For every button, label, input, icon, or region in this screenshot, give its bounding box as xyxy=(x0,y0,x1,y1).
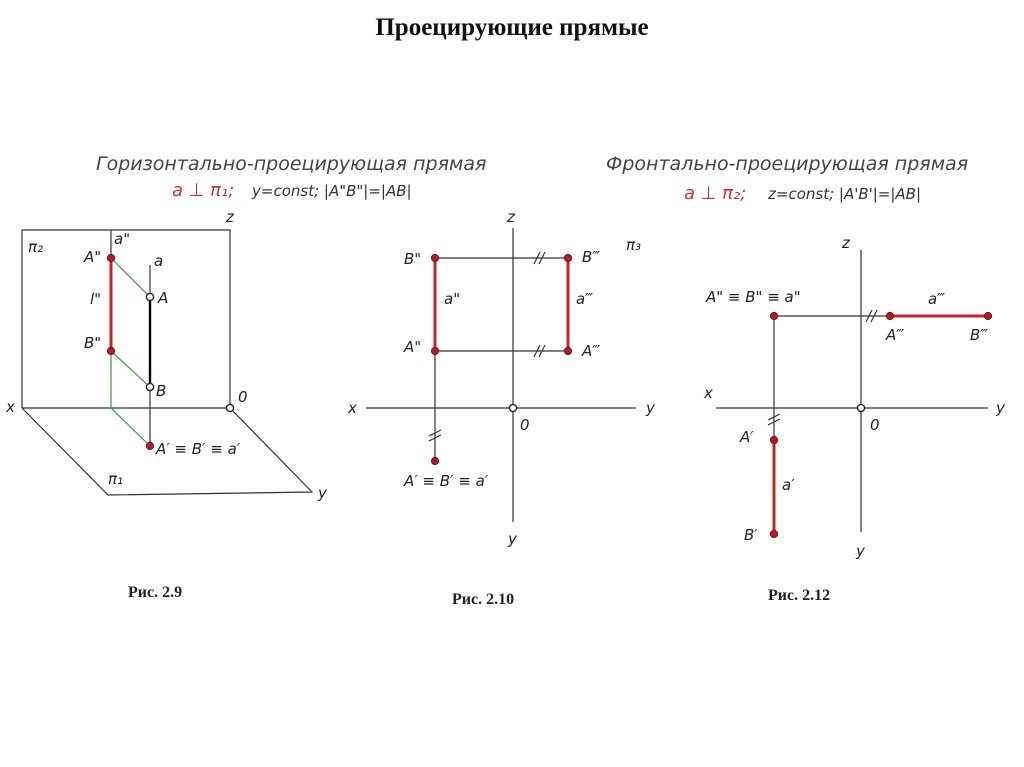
label-o: 0 xyxy=(870,416,880,434)
label-y-bottom: y xyxy=(855,542,866,560)
label-pi3: π₃ xyxy=(626,236,641,254)
label-y-right: y xyxy=(645,399,656,417)
label-x: x xyxy=(703,384,713,402)
label-a1: a′ xyxy=(782,476,795,494)
origin-point xyxy=(856,403,866,413)
point-b2 xyxy=(106,346,116,356)
right-header-condition-red: a ⊥ π₂; xyxy=(684,183,746,204)
label-A3: A‴ xyxy=(885,326,904,344)
label-pi2: π₂ xyxy=(28,238,43,256)
label-B2: B" xyxy=(404,250,421,268)
point-a xyxy=(145,292,155,302)
label-A1: A′ xyxy=(739,428,754,446)
label-pi1: π₁ xyxy=(108,470,123,488)
slide-title: Проецирующие прямые xyxy=(375,14,649,41)
caption-fig-2-10: Рис. 2.10 xyxy=(452,591,514,608)
tick-mark xyxy=(428,434,442,442)
left-header-title: Горизонтально-проецирующая прямая xyxy=(96,153,486,175)
label-a1-group: A′ ≡ B′ ≡ a′ xyxy=(403,472,489,490)
label-z: z xyxy=(225,208,235,226)
label-z: z xyxy=(841,234,851,252)
label-A2: A" xyxy=(83,248,101,266)
figure-2-10: z B" a" A" B‴ π₃ a‴ A‴ x y 0 A′ ≡ B′ ≡ a… xyxy=(347,208,656,608)
tick-mark xyxy=(538,344,546,358)
point-b3 xyxy=(563,253,573,263)
label-a: a xyxy=(154,252,163,270)
projector-x-a1 xyxy=(110,407,151,447)
tick-mark xyxy=(538,251,546,265)
tick-mark xyxy=(533,344,541,358)
point-ab2 xyxy=(769,311,779,321)
origin-point xyxy=(508,403,518,413)
label-a3: a‴ xyxy=(928,290,945,308)
label-z: z xyxy=(506,208,516,226)
label-B3: B‴ xyxy=(970,326,988,344)
label-A: A xyxy=(157,289,168,307)
label-a1-group: A′ ≡ B′ ≡ a′ xyxy=(155,440,241,458)
figure-2-9: π₂ z a" a A" A l" B" B 0 x A′ ≡ B′ ≡ a′ … xyxy=(5,208,328,601)
left-header-condition-red: a ⊥ π₁; xyxy=(172,180,234,201)
label-B1: B′ xyxy=(744,526,758,544)
label-x: x xyxy=(5,398,15,416)
tick-mark xyxy=(865,309,873,323)
label-ab2-group: A" ≡ B" ≡ a" xyxy=(705,288,801,306)
figure-2-12: z A" ≡ B" ≡ a" a‴ A‴ B‴ x y 0 A′ a′ B′ y… xyxy=(703,234,1006,604)
label-B: B xyxy=(156,382,166,400)
label-x: x xyxy=(347,399,357,417)
right-header-condition-black: z=const; |A'B'|=|AB| xyxy=(767,185,921,203)
label-o: 0 xyxy=(238,388,248,406)
point-a1 xyxy=(145,441,155,451)
label-a2: a" xyxy=(444,290,460,308)
label-A3: A‴ xyxy=(581,342,600,360)
label-l2: l" xyxy=(90,290,101,308)
point-a2 xyxy=(106,253,116,263)
label-a3: a‴ xyxy=(576,290,593,308)
point-a1 xyxy=(430,456,440,466)
point-b2 xyxy=(430,253,440,263)
tick-mark xyxy=(767,418,781,426)
point-a2 xyxy=(430,346,440,356)
projector-b-b2 xyxy=(110,350,151,388)
point-a3 xyxy=(563,346,573,356)
horizontal-plane-outline xyxy=(21,407,314,496)
origin-point xyxy=(225,403,235,413)
label-y: y xyxy=(317,484,328,502)
label-B2: B" xyxy=(84,334,101,352)
right-header-title: Фронтально-проецирующая прямая xyxy=(606,153,968,175)
point-b3 xyxy=(983,311,993,321)
caption-fig-2-9: Рис. 2.9 xyxy=(128,584,182,601)
frontal-plane-outline xyxy=(21,229,231,408)
tick-mark xyxy=(767,413,781,421)
label-a2: a" xyxy=(114,230,130,248)
left-header-condition-black: y=const; |A"B"|=|AB| xyxy=(251,182,412,200)
point-b1 xyxy=(769,529,779,539)
point-a3 xyxy=(885,311,895,321)
label-B3: B‴ xyxy=(582,248,600,266)
point-b xyxy=(145,382,155,392)
label-A2: A" xyxy=(403,338,421,356)
label-y-bottom: y xyxy=(507,530,518,548)
tick-mark xyxy=(533,251,541,265)
label-o: 0 xyxy=(520,416,530,434)
label-y-right: y xyxy=(995,399,1006,417)
point-a1 xyxy=(769,435,779,445)
tick-mark xyxy=(870,309,878,323)
tick-mark xyxy=(428,429,442,437)
projector-a-a2 xyxy=(110,257,151,298)
caption-fig-2-12: Рис. 2.12 xyxy=(768,587,830,604)
